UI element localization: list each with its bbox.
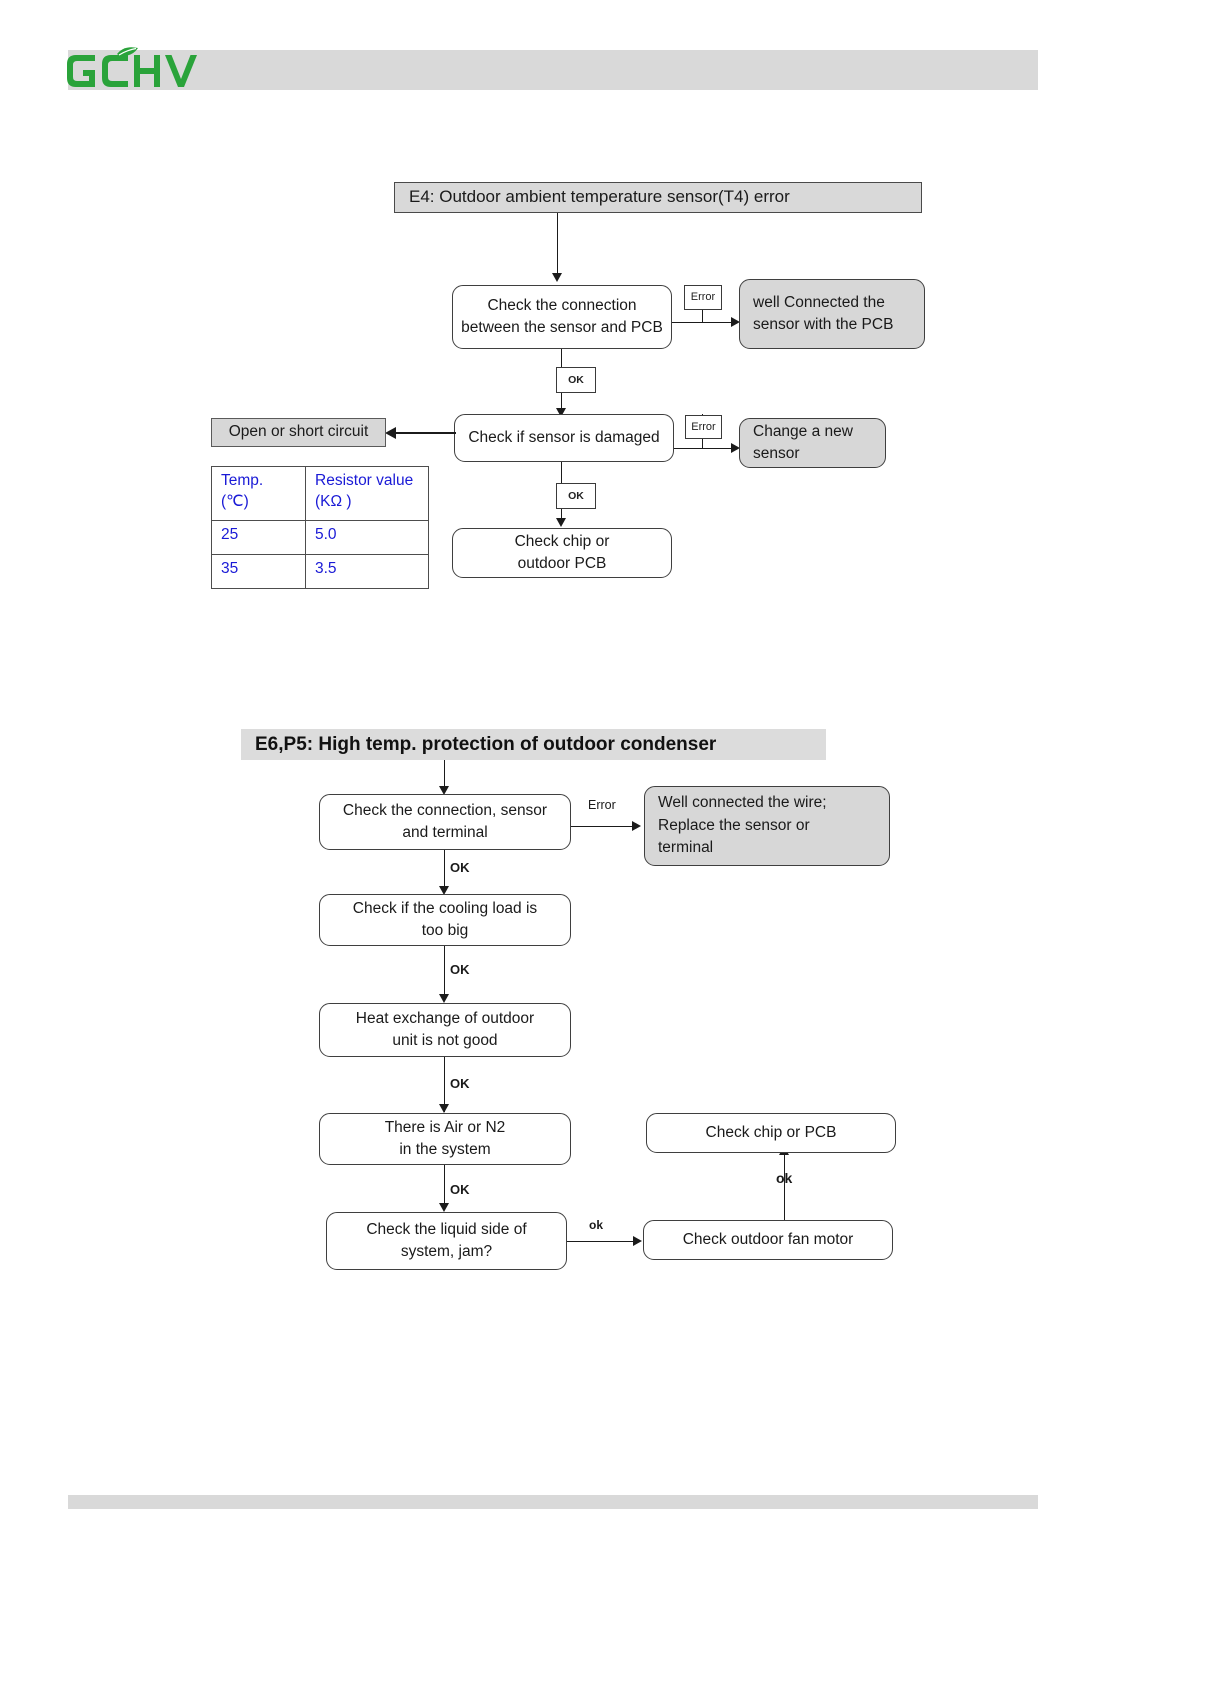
- connector-e6-error: [571, 826, 638, 827]
- e6p5-edge-label-error: Error: [588, 798, 616, 812]
- connector-e4-to-open-short: [396, 432, 456, 434]
- e4-node-well-connected: well Connected the sensor with the PCB: [739, 279, 925, 349]
- e6p5-node-air-or-n2-label: There is Air or N2 in the system: [384, 1118, 506, 1158]
- arrowhead-down: [439, 1203, 449, 1212]
- table-header-temp: Temp. (℃): [211, 466, 306, 521]
- e6p5-node-air-or-n2: There is Air or N2 in the system: [319, 1113, 571, 1165]
- e4-node-well-connected-label: well Connected the sensor with the PCB: [753, 293, 894, 333]
- e4-node-check-chip-outdoor-pcb-label: Check chip or outdoor PCB: [514, 532, 610, 572]
- e6p5-node-check-chip-pcb: Check chip or PCB: [646, 1113, 896, 1153]
- e6p5-node-check-liquid-side-label: Check the liquid side of system, jam?: [366, 1220, 527, 1260]
- e4-edge-label-ok-1: OK: [556, 367, 596, 393]
- e6p5-node-check-cooling-load-label: Check if the cooling load is too big: [352, 899, 538, 939]
- arrowhead-down: [439, 886, 449, 895]
- e6p5-node-heat-exchange: Heat exchange of outdoor unit is not goo…: [319, 1003, 571, 1057]
- e6p5-edge-label-ok-3: OK: [450, 1076, 470, 1091]
- arrowhead-down: [439, 994, 449, 1003]
- header-band: [68, 50, 1038, 90]
- e6p5-edge-label-ok-4: OK: [450, 1182, 470, 1197]
- arrowhead-down: [552, 273, 562, 282]
- e4-node-change-new-sensor-label: Change a new sensor: [753, 422, 853, 462]
- e6p5-edge-label-ok-5: ok: [589, 1218, 604, 1232]
- arrowhead-right: [731, 317, 740, 327]
- connector-e6-ok3: [444, 1057, 445, 1112]
- arrowhead-left: [385, 427, 396, 439]
- e6p5-edge-label-ok-1: OK: [450, 860, 470, 875]
- e4-node-check-connection-label: Check the connection between the sensor …: [461, 296, 663, 336]
- e4-resistance-table: Temp. (℃) Resistor value (KΩ ) 25 5.0 35…: [211, 466, 429, 589]
- table-header-temp-line2: (℃): [221, 492, 249, 510]
- arrowhead-right: [632, 821, 641, 831]
- e4-node-check-sensor-damaged: Check if sensor is damaged: [454, 414, 674, 462]
- e4-node-check-connection: Check the connection between the sensor …: [452, 285, 672, 349]
- connector-e6-ok4: [444, 1165, 445, 1210]
- table-header-resistor: Resistor value (KΩ ): [305, 466, 429, 521]
- e6p5-edge-label-ok-6: ok: [776, 1170, 793, 1186]
- gchv-logo: [62, 44, 202, 96]
- table-cell-resistor: 3.5: [305, 554, 429, 589]
- connector-e6-ok5: [567, 1241, 639, 1242]
- e6p5-node-check-cooling-load: Check if the cooling load is too big: [319, 894, 571, 946]
- footer-band: [68, 1495, 1038, 1509]
- arrowhead-right: [731, 443, 740, 453]
- table-header-temp-line1: Temp.: [221, 472, 264, 489]
- arrowhead-down: [439, 1104, 449, 1113]
- table-row: 25 5.0: [211, 520, 429, 555]
- table-header-resistor-line2: (KΩ ): [315, 492, 352, 510]
- arrowhead-down: [439, 786, 449, 795]
- arrowhead-down: [556, 518, 566, 527]
- e4-edge-label-error-1: Error: [684, 285, 722, 310]
- connector-e6-ok6: [784, 1152, 785, 1220]
- e6p5-node-well-connected-wire-label: Well connected the wire; Replace the sen…: [658, 794, 827, 857]
- e6p5-node-check-connection-label: Check the connection, sensor and termina…: [342, 801, 548, 841]
- connector-e6-ok1: [444, 850, 445, 893]
- e6p5-node-heat-exchange-label: Heat exchange of outdoor unit is not goo…: [355, 1009, 535, 1049]
- table-header-row: Temp. (℃) Resistor value (KΩ ): [211, 466, 429, 521]
- table-header-resistor-line1: Resistor value: [315, 472, 414, 489]
- e6p5-node-check-outdoor-fan: Check outdoor fan motor: [643, 1220, 893, 1260]
- connector-e6-ok2: [444, 946, 445, 1001]
- connector-e4-error1: [672, 322, 738, 323]
- e4-edge-label-error-2: Error: [685, 415, 722, 439]
- e4-node-change-new-sensor: Change a new sensor: [739, 418, 886, 468]
- e4-node-open-or-short-circuit: Open or short circuit: [211, 418, 386, 447]
- e4-edge-label-ok-2: OK: [556, 483, 596, 509]
- e6p5-title-box: E6,P5: High temp. protection of outdoor …: [241, 729, 826, 760]
- e6p5-node-well-connected-wire: Well connected the wire; Replace the sen…: [644, 786, 890, 866]
- e4-title-box: E4: Outdoor ambient temperature sensor(T…: [394, 182, 922, 213]
- table-cell-temp: 35: [211, 554, 306, 589]
- connector-e4-title-to-check: [557, 213, 558, 275]
- table-cell-resistor: 5.0: [305, 520, 429, 555]
- arrowhead-right: [633, 1236, 642, 1246]
- connector-e6-title-to-check: [444, 760, 445, 791]
- e6p5-node-check-connection: Check the connection, sensor and termina…: [319, 794, 571, 850]
- connector-e4-error2: [674, 448, 738, 449]
- table-cell-temp: 25: [211, 520, 306, 555]
- arrowhead-down: [556, 408, 566, 417]
- table-row: 35 3.5: [211, 554, 429, 589]
- e6p5-node-check-liquid-side: Check the liquid side of system, jam?: [326, 1212, 567, 1270]
- e6p5-edge-label-ok-2: OK: [450, 962, 470, 977]
- e4-node-check-chip-outdoor-pcb: Check chip or outdoor PCB: [452, 528, 672, 578]
